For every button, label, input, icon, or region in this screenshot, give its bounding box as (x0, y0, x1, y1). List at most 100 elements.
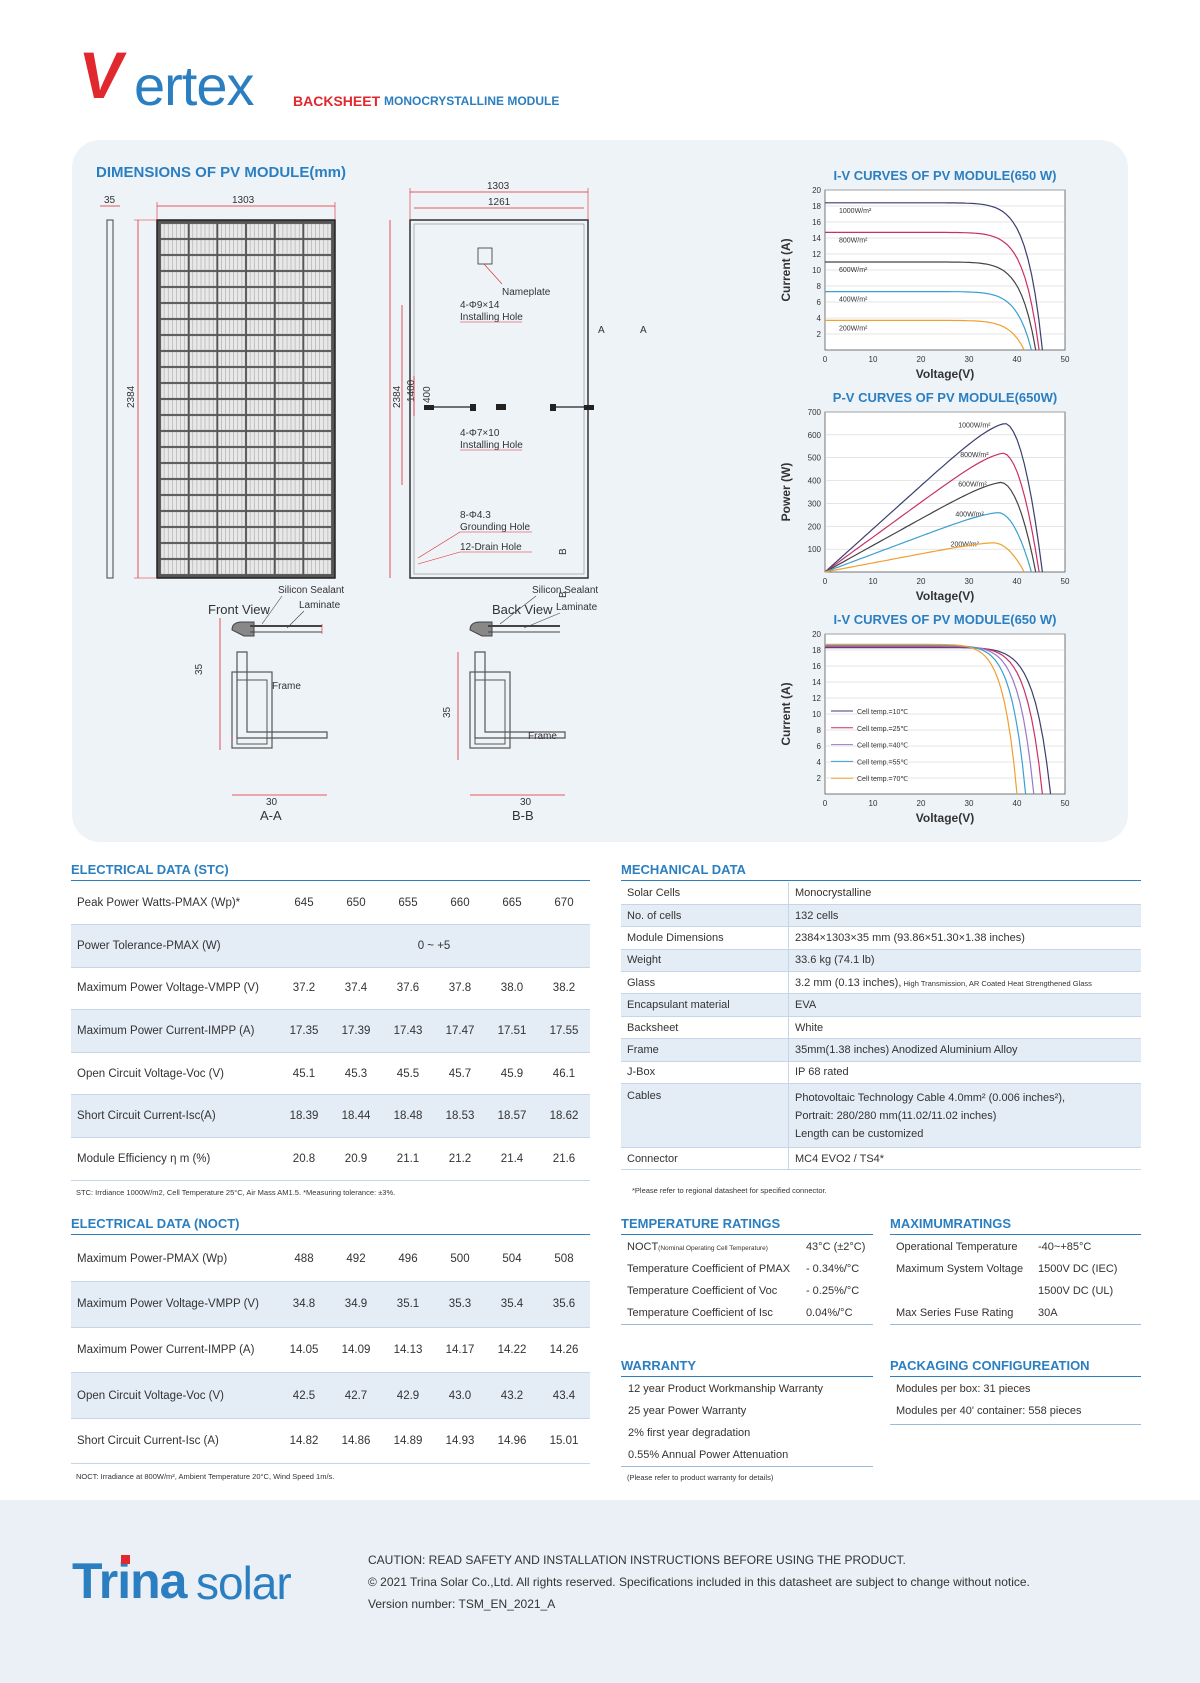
table-row: Temperature Coefficient of Voc- 0.25%/°C (621, 1280, 873, 1302)
aa-35: 35 (194, 663, 205, 675)
ground-size: 8-Φ4.3 (460, 510, 491, 521)
curve-charts: I-V CURVES OF PV MODULE(650 W)2468101214… (779, 168, 1070, 825)
series-line (824, 512, 1032, 573)
packaging-title: PACKAGING CONFIGUREATION (890, 1358, 1090, 1373)
series-label: Cell temp.=70℃ (857, 776, 908, 783)
warranty-list: 12 year Product Workmanship Warranty 25 y… (628, 1378, 873, 1466)
row-value: 14.22 (497, 1343, 527, 1356)
max-value: 1500V DC (IEC) (1038, 1263, 1118, 1275)
row-value: 17.47 (445, 1025, 475, 1038)
x-tick-label: 10 (869, 799, 878, 808)
row-label: Open Circuit Voltage-Voc (V) (77, 1389, 225, 1402)
section-bb (469, 621, 566, 749)
list-item: 12 year Product Workmanship Warranty (628, 1383, 824, 1395)
dim-2384-back: 2384 (392, 385, 403, 408)
temperature-title: TEMPERATURE RATINGS (621, 1216, 781, 1231)
chart-3: I-V CURVES OF PV MODULE(650 W)2468101214… (779, 612, 1070, 825)
row-value: 18.57 (497, 1110, 527, 1123)
bb-sealant: Silicon Sealant (532, 585, 598, 596)
aa-label: A-A (260, 808, 282, 823)
x-tick-label: 50 (1061, 577, 1070, 586)
series-label: Cell temp.=25℃ (857, 726, 908, 733)
x-tick-label: 10 (869, 355, 878, 364)
row-value: 14.82 (289, 1435, 319, 1448)
row-value: 17.43 (393, 1025, 423, 1038)
temperature-table: NOCT(Nominal Operating Cell Temperature)… (621, 1236, 873, 1324)
list-item: 25 year Power Warranty (628, 1405, 747, 1417)
mech-label: Module Dimensions (621, 926, 789, 950)
list-item: 0.55% Annual Power Attenuation (628, 1449, 789, 1461)
row-label: Open Circuit Voltage-Voc (V) (77, 1067, 225, 1080)
nameplate-box (477, 247, 493, 265)
table-row: Operational Temperature-40~+85°C (890, 1236, 1141, 1258)
y-tick-label: 200 (808, 522, 822, 531)
mech-label: Encapsulant material (621, 993, 789, 1017)
row-value: 0 ~ +5 (417, 939, 451, 952)
table-row: 1500V DC (UL) (890, 1280, 1141, 1302)
bb-frame: Frame (528, 731, 557, 742)
row-label: Maximum Power Current-IMPP (A) (77, 1025, 255, 1038)
mechanical-note: *Please refer to regional datasheet for … (632, 1186, 827, 1195)
row-value: 35.1 (396, 1298, 420, 1311)
series-line (825, 202, 1043, 351)
row-value: 14.09 (341, 1343, 371, 1356)
aa-laminate: Laminate (299, 600, 341, 611)
vertex-logo-text: ertex (134, 54, 254, 117)
row-value: 42.9 (396, 1389, 420, 1402)
row-value: 34.9 (344, 1298, 368, 1311)
temp-value: - 0.34%/°C (805, 1263, 860, 1275)
drain-label: 12-Drain Hole (460, 542, 522, 553)
row-value: 35.6 (552, 1298, 576, 1311)
section-aa (231, 621, 328, 749)
trina-logo-light: solar (196, 1557, 292, 1609)
back-view-label: Back View (492, 602, 553, 617)
row-label: Maximum Power-PMAX (Wp) (77, 1252, 228, 1265)
row-value: 15.01 (549, 1435, 579, 1448)
y-tick-label: 2 (817, 330, 822, 339)
mech-value: MC4 EVO2 / TS4* (795, 1152, 885, 1165)
bb-label: B-B (512, 808, 534, 823)
max-label: Max Series Fuse Rating (896, 1307, 1014, 1319)
y-tick-label: 8 (817, 282, 822, 291)
row-value: 665 (502, 897, 522, 910)
section-b-top: B (558, 548, 569, 555)
mech-value: 132 cells (795, 909, 839, 922)
list-item: Modules per 40' container: 558 pieces (896, 1405, 1082, 1417)
row-value: 492 (346, 1252, 366, 1265)
series-line (824, 542, 1025, 573)
y-tick-label: 16 (812, 218, 821, 227)
y-tick-label: 4 (817, 314, 822, 323)
row-value: 17.39 (341, 1025, 371, 1038)
row-value: 18.44 (341, 1110, 371, 1123)
list-item: 2% first year degradation (628, 1427, 751, 1439)
y-tick-label: 6 (817, 298, 822, 307)
y-tick-label: 18 (812, 202, 821, 211)
caution-text: CAUTION: READ SAFETY AND INSTALLATION IN… (368, 1553, 906, 1567)
mech-label: J-Box (621, 1061, 789, 1084)
y-tick-label: 100 (808, 545, 822, 554)
row-value: 45.9 (500, 1067, 524, 1080)
row-value: 14.93 (445, 1435, 475, 1448)
row-value: 45.7 (448, 1067, 472, 1080)
x-axis-label: Voltage(V) (916, 589, 974, 603)
mech-value: Monocrystalline (795, 886, 872, 899)
section-a-left: A (598, 325, 605, 336)
x-tick-label: 30 (965, 355, 974, 364)
chart-title: I-V CURVES OF PV MODULE(650 W) (834, 612, 1057, 627)
series-line (825, 231, 1040, 351)
row-value: 37.2 (292, 982, 316, 995)
y-tick-label: 18 (812, 646, 821, 655)
